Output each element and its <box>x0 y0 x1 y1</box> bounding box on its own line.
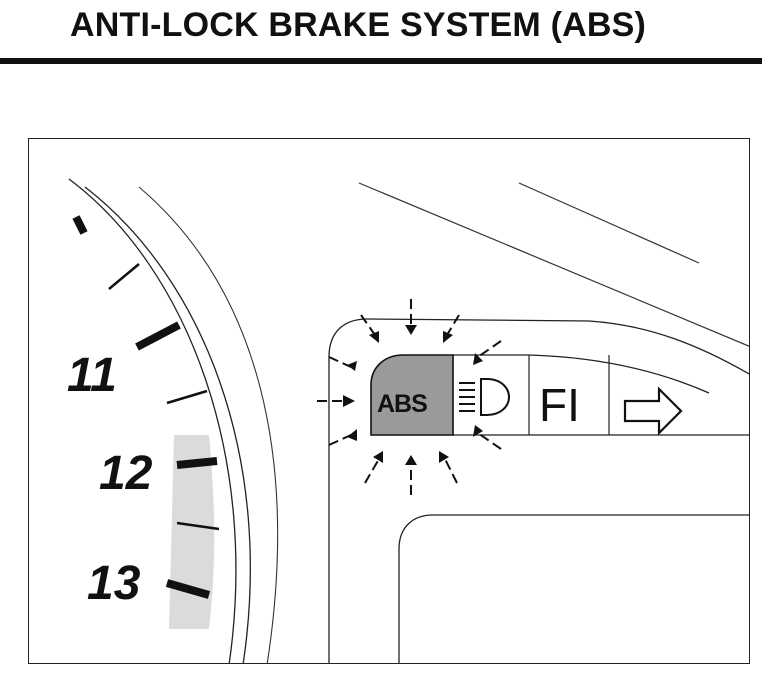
gauge-tick-marks <box>72 215 220 599</box>
indicator-strip-top <box>453 354 710 394</box>
gauge-number-12: 12 <box>99 447 153 500</box>
instrument-cluster-illustration: 11 12 13 ABS FI <box>28 138 750 664</box>
page-title: ANTI-LOCK BRAKE SYSTEM (ABS) <box>70 6 647 44</box>
diagonal-line-2 <box>518 182 700 264</box>
abs-ray-arrowheads <box>343 325 483 465</box>
headlight-high-beam-icon <box>459 378 511 416</box>
gauge-middle-arc <box>84 186 251 663</box>
diagonal-line-1 <box>358 182 749 347</box>
display-housing-outline <box>328 318 749 663</box>
turn-signal-arrow-icon <box>623 386 683 436</box>
gauge-number-11: 11 <box>67 349 117 402</box>
gauge-red-zone-shading <box>169 435 215 629</box>
cluster-drawing: 11 12 13 ABS FI <box>67 178 749 663</box>
abs-indicator-label: ABS <box>377 390 427 418</box>
gauge-inner-arc <box>138 186 279 663</box>
abs-indicator-light <box>370 354 454 436</box>
gauge-number-13: 13 <box>87 557 141 610</box>
lower-display-window <box>398 514 749 663</box>
gauge-outer-arc <box>68 178 237 663</box>
title-rule <box>0 58 762 64</box>
abs-blinking-rays <box>317 299 502 495</box>
fi-indicator-label: FI <box>539 379 580 431</box>
